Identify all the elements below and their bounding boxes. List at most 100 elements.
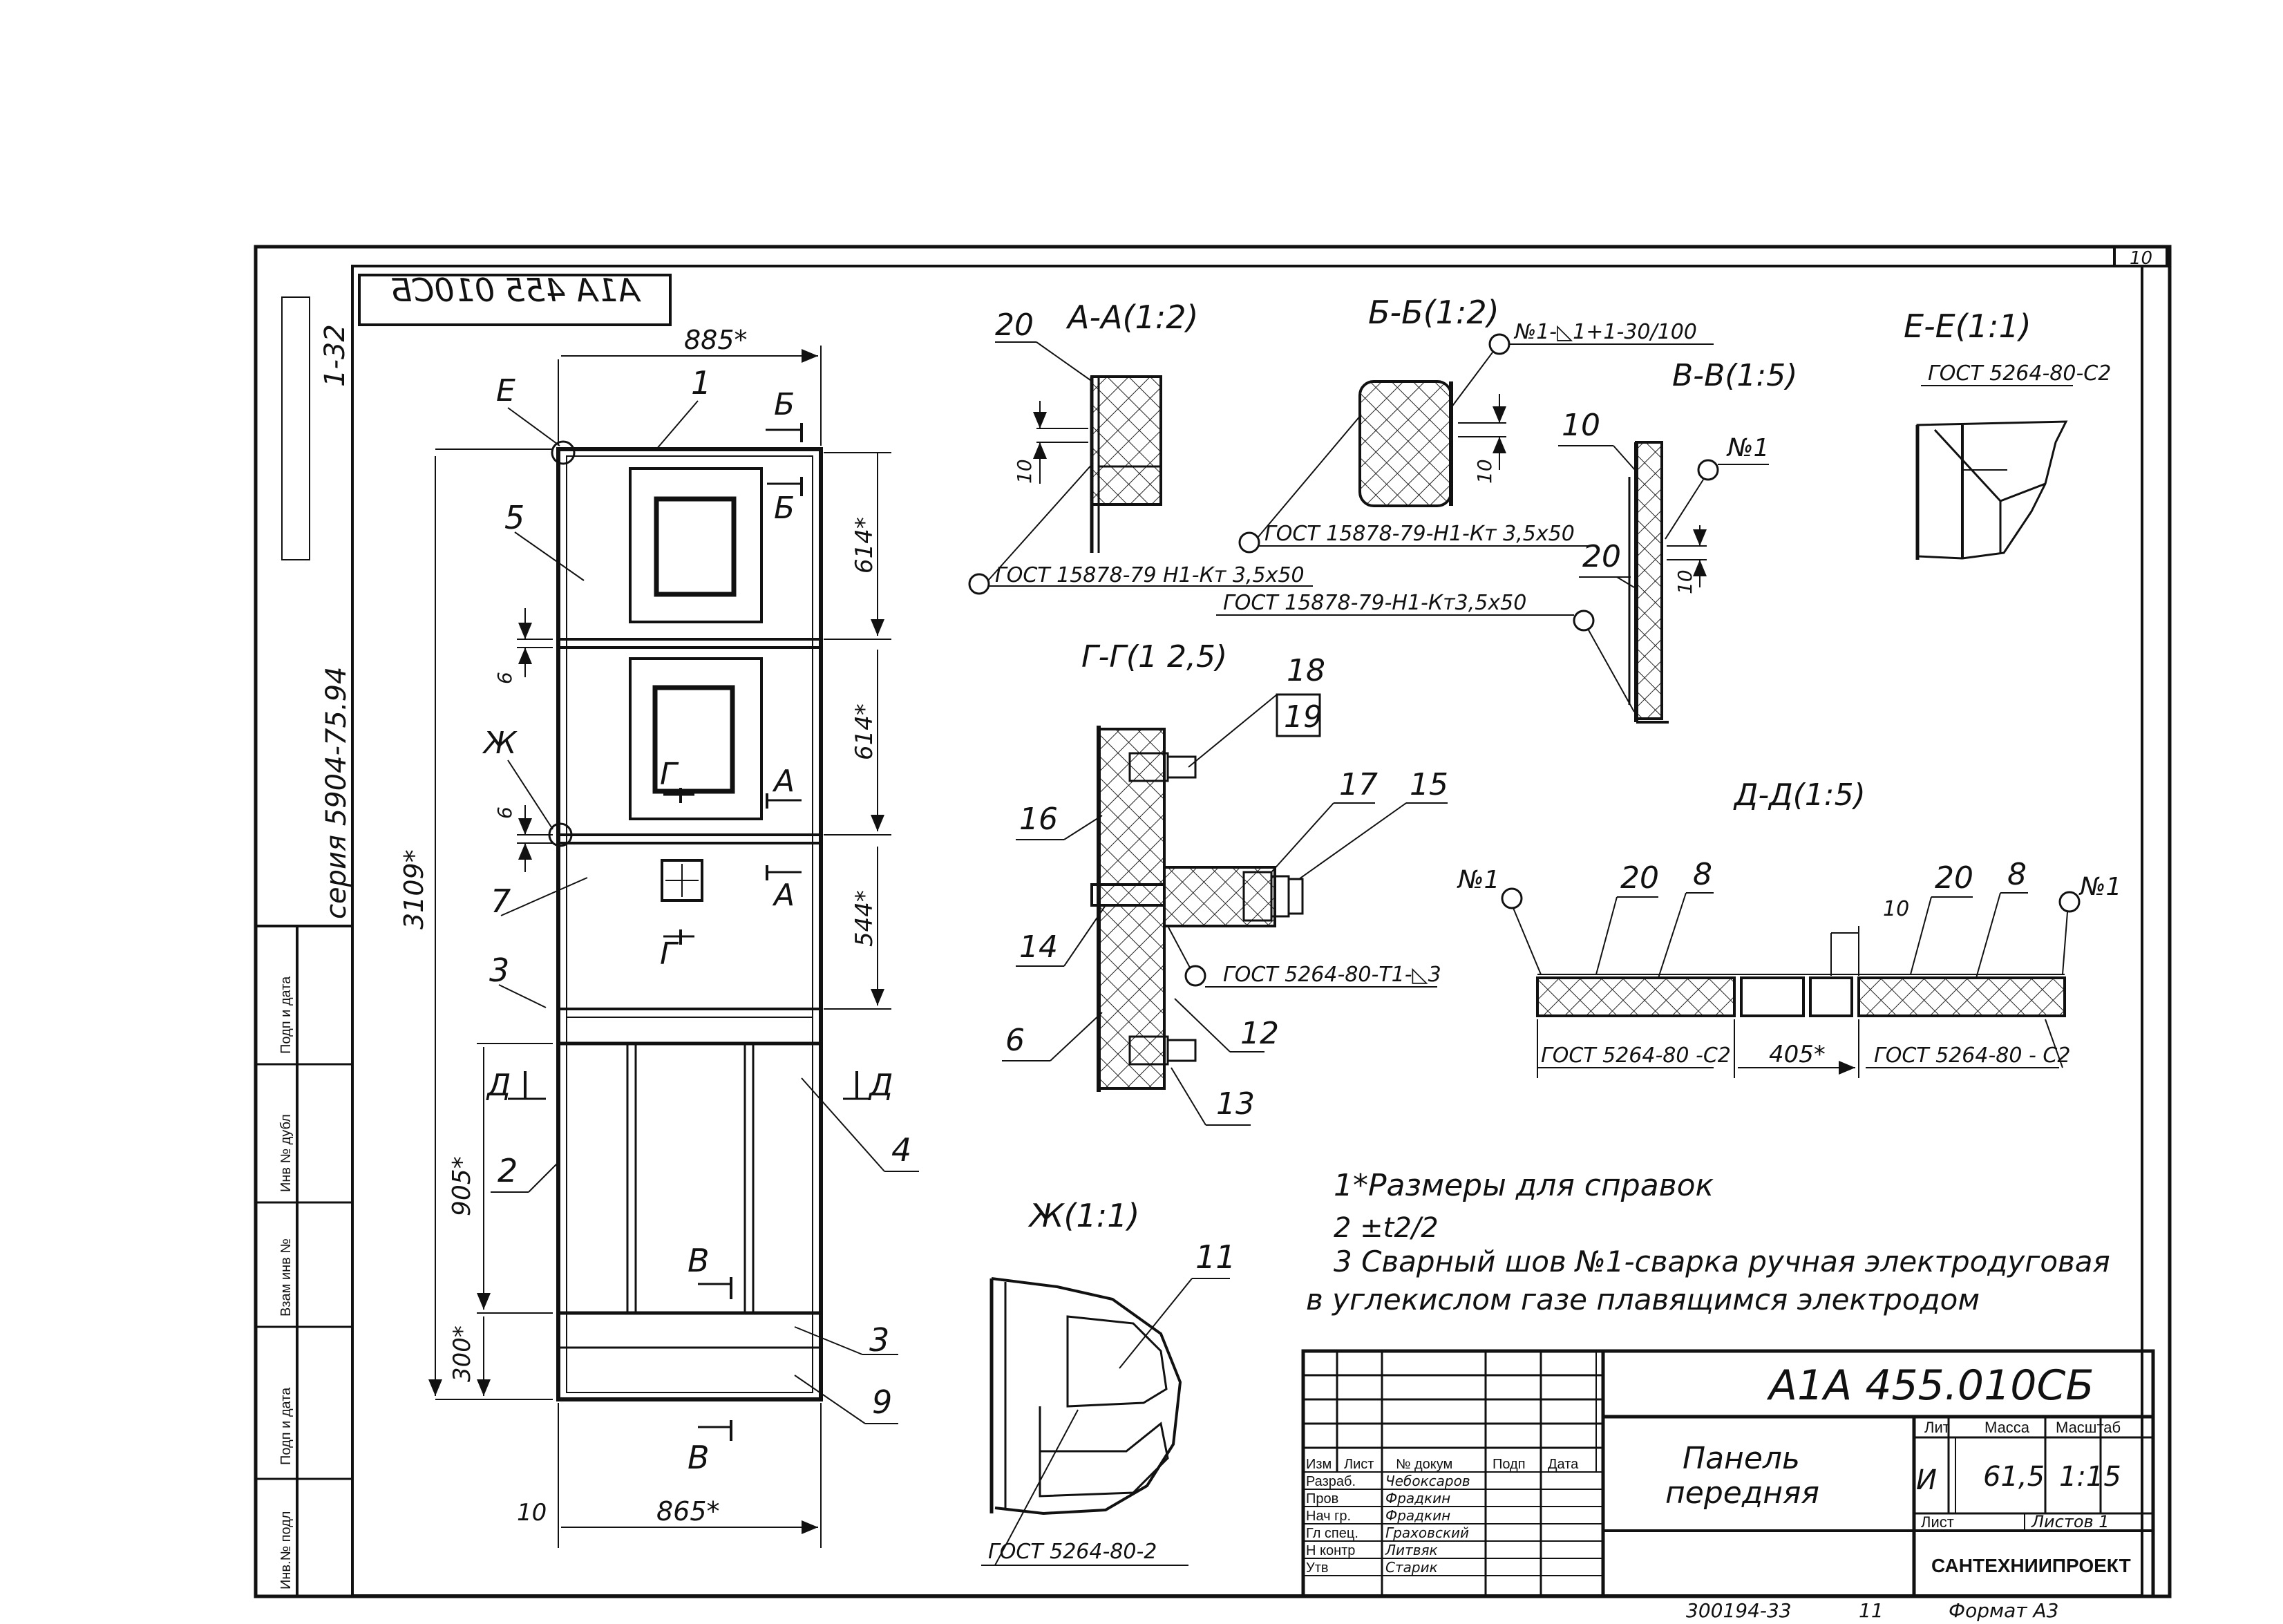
tb-sheets-label: Листов 1 [2031,1512,2110,1531]
tb-role-3: Гл спец. [1306,1526,1358,1541]
tb-head-date: Дата [1548,1457,1579,1472]
series-label: серия 5904-75.94 [321,666,352,919]
sheet-number: 10 [2130,248,2152,269]
section-b-b: Б-Б(1:2) 10 №1-◺1+1-30/100 ГОСТ 15878-79… [1238,294,1714,554]
dim-lower-height: 905* [448,1156,476,1216]
cut-mark-d-right: Д [868,1068,893,1103]
callout-13: 13 [1216,1086,1255,1122]
callout-8a: 8 [1693,857,1712,892]
cut-mark-b-top: Б [774,387,795,422]
dim-gap1: 6 [493,672,516,684]
bb-gost: ГОСТ 15878-79-Н1-Кт 3,5х50 [1264,522,1575,546]
dd-gost-right: ГОСТ 5264-80 - С2 [1874,1044,2070,1068]
tb-footer-left: 300194-33 [1686,1599,1792,1622]
callout-16: 16 [1019,802,1058,837]
section-v-v: В-В(1:5) 10 №1 10 20 ГОСТ 15878-79-Н1-Кт… [1216,358,1797,724]
callout-20b: 20 [1582,539,1621,574]
side-label-inv-podl: Инв.№ подл [278,1511,294,1589]
tb-head-izm: Изм [1306,1457,1332,1472]
side-label-podp-data-2: Подп и дата [278,976,294,1054]
callout-1: 1 [691,364,711,402]
cut-mark-b-mid: Б [774,491,795,526]
dim-base-height: 300* [448,1325,476,1382]
callout-5: 5 [504,499,524,536]
vv-gost: ГОСТ 15878-79-Н1-Кт3,5х50 [1223,591,1526,615]
cut-mark-a2: А [772,878,795,913]
callout-20a: 20 [995,308,1034,343]
callout-19: 19 [1284,699,1323,735]
section-b-b-title: Б-Б(1:2) [1368,294,1499,331]
section-d-d-title: Д-Д(1:5) [1733,777,1866,813]
note-4: в углекислом газе плавящимся электродом [1306,1283,1980,1316]
section-g-g: Г-Г(1 2,5) 18 19 17 15 16 14 ГОСТ 5264-8… [1002,639,1448,1126]
dim-seg1: 614* [851,517,878,574]
tb-role-1: Пров [1306,1491,1338,1507]
cut-mark-v-bottom: В [688,1439,710,1476]
tb-name-5: Старик [1385,1559,1438,1576]
section-a-a: А-А(1:2) 20 10 ГОСТ 15878-79 Н1-Кт 3,5х5… [968,299,1313,595]
callout-4: 4 [891,1131,911,1169]
tb-head-list: Лист [1344,1457,1374,1472]
callout-3a: 3 [489,952,509,989]
dd-dim-10: 10 [1883,897,1909,921]
callout-17: 17 [1339,767,1378,802]
tb-footer-format: Формат А3 [1949,1599,2058,1622]
weld-label-vv: №1 [1726,434,1769,462]
callout-7: 7 [491,882,511,920]
callout-11: 11 [1195,1238,1236,1276]
dim-bottom-width: 865* [656,1496,720,1527]
weld-label-dd-right: №1 [2078,873,2121,901]
dd-gost-left: ГОСТ 5264-80 -С2 [1541,1044,1731,1068]
section-a-a-title: А-А(1:2) [1065,299,1198,336]
cut-mark-e: Е [496,373,515,408]
tb-sheet-label: Лист [1921,1513,1954,1531]
drawing-code-mirrored: А1А 455 010СБ [390,272,642,309]
tb-head-doc: № докум [1396,1457,1452,1472]
view-zh-title: Ж(1:1) [1027,1197,1139,1234]
zh-gost: ГОСТ 5264-80-2 [988,1540,1157,1564]
callout-12: 12 [1240,1016,1279,1051]
dim-height: 3109* [399,849,429,929]
technical-notes: 1*Размеры для справок 2 ±t2/2 3 Сварный … [1306,1168,2110,1316]
callout-10: 10 [1562,408,1600,443]
side-stamp: 1-32 [319,324,351,387]
tb-role-2: Нач гр. [1306,1509,1351,1524]
sheet-frame: 10 [254,245,2172,1598]
tb-name-line1: Панель [1683,1441,1800,1476]
section-v-v-title: В-В(1:5) [1672,358,1797,393]
tb-footer-mid: 11 [1859,1599,1884,1622]
front-view-dimensions: 885* 865* 10 3109* 905* 300* 614* 614* 5… [399,325,891,1548]
note-1: 1*Размеры для справок [1334,1168,1714,1203]
tb-name-3: Граховский [1385,1524,1469,1541]
tb-code: А1А 455.010СБ [1766,1361,2094,1410]
side-label-inv-dubl: Инв № дубл [278,1114,294,1192]
callout-3b: 3 [869,1321,889,1359]
tb-head-sign: Подп [1493,1457,1526,1472]
ee-gost: ГОСТ 5264-80-С2 [1928,361,2111,386]
tb-name-2: Фрадкин [1385,1507,1450,1524]
dim-seg3: 544* [851,890,878,947]
callout-20c: 20 [1620,860,1659,896]
vv-dim-10: 10 [1674,569,1696,594]
side-label-podp-data-1: Подп и дата [278,1387,294,1465]
cut-mark-zh: Ж [482,726,518,761]
bb-dim-10: 10 [1473,459,1496,484]
left-margin-strip: Инв.№ подл Подп и дата Взам инв № Инв № … [256,296,352,1596]
tb-lit-value: И [1916,1464,1937,1496]
tb-col-lit: Лит [1924,1419,1950,1436]
callout-18: 18 [1287,653,1325,688]
callout-8b: 8 [2007,857,2027,892]
title-block: Изм Лист № докум Подп Дата Разраб. Пров … [1301,1349,2155,1622]
cut-mark-d-left: Д [486,1068,511,1103]
tb-col-scale: Масштаб [2056,1419,2121,1436]
callout-9: 9 [872,1384,892,1421]
cut-mark-v-mid: В [688,1242,710,1279]
dim-top-width: 885* [684,325,748,355]
side-label-vzam-inv: Взам инв № [278,1238,294,1316]
tb-mass-value: 61,5 [1983,1461,2045,1493]
tb-col-mass: Масса [1984,1419,2030,1436]
bb-weld: №1-◺1+1-30/100 [1513,320,1697,344]
cut-mark-g-bottom: Г [660,936,679,972]
cut-mark-a1: А [772,764,795,799]
